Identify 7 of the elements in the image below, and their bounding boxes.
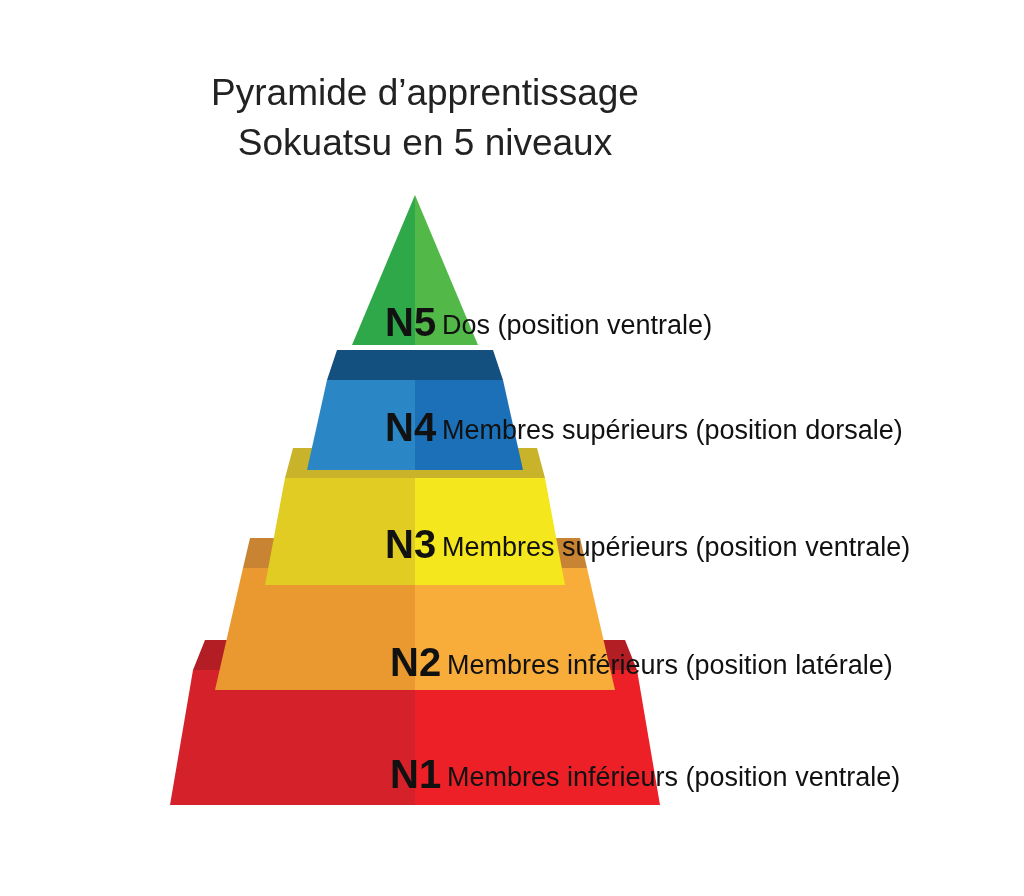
level-code: N3 — [385, 522, 437, 567]
level-code: N2 — [390, 640, 442, 685]
level-code: N4 — [385, 405, 437, 450]
level-code: N5 — [385, 300, 437, 345]
level-code: N1 — [390, 752, 442, 797]
level-description: Membres inférieurs (position latérale) — [447, 650, 893, 681]
diagram-title: Pyramide d’apprentissage Sokuatsu en 5 niveaux — [210, 71, 640, 165]
